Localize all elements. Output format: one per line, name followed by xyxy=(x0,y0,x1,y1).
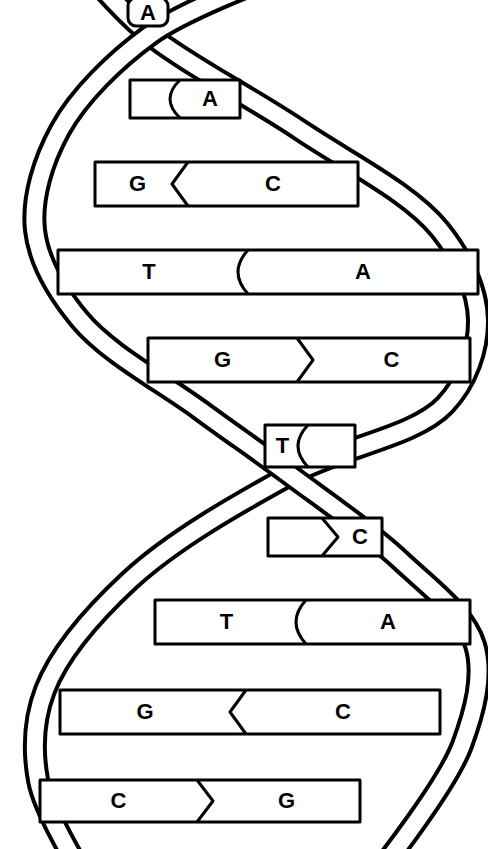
base-notch xyxy=(296,600,306,644)
base-letter: T xyxy=(276,435,289,457)
strand-fill xyxy=(34,0,478,849)
base-rung xyxy=(155,600,470,644)
base-letter: C xyxy=(335,701,351,723)
helix-strands xyxy=(34,0,478,849)
base-letter: C xyxy=(384,349,400,371)
base-rung xyxy=(148,338,470,382)
base-notch xyxy=(298,425,308,467)
base-rung xyxy=(265,425,355,467)
base-letter: A xyxy=(140,2,156,24)
base-notch xyxy=(197,780,213,822)
base-block: C xyxy=(313,338,470,382)
base-rung xyxy=(58,250,478,294)
strand-outline xyxy=(34,0,478,849)
base-letter: C xyxy=(352,526,368,548)
base-block: C xyxy=(246,690,440,734)
base-rung xyxy=(268,518,382,556)
base-block: A xyxy=(248,250,478,294)
strand-outline xyxy=(35,0,478,849)
base-notch xyxy=(170,80,180,118)
base-letter: G xyxy=(278,790,295,812)
base-block: A xyxy=(306,600,470,644)
base-notch xyxy=(172,162,188,206)
base-letter: G xyxy=(136,701,153,723)
base-block: G xyxy=(213,780,360,822)
base-letter: C xyxy=(111,790,127,812)
base-block: C xyxy=(188,162,358,206)
base-letter: G xyxy=(214,349,231,371)
base-block: A xyxy=(128,0,168,26)
base-notch xyxy=(297,338,313,382)
base-rung xyxy=(40,780,360,822)
base-letter: T xyxy=(142,261,155,283)
base-letter: T xyxy=(220,611,233,633)
base-rung xyxy=(130,80,240,118)
base-letter: A xyxy=(380,611,396,633)
base-block: G xyxy=(95,162,180,206)
base-rung xyxy=(128,0,168,26)
base-notch xyxy=(230,690,246,734)
base-letter: G xyxy=(129,173,146,195)
base-rung xyxy=(60,690,440,734)
base-notch xyxy=(238,250,248,294)
base-letter: A xyxy=(355,261,371,283)
base-block: C xyxy=(40,780,197,822)
base-block: G xyxy=(60,690,230,734)
base-letter: A xyxy=(202,88,218,110)
base-block: T xyxy=(58,250,240,294)
strand-fill xyxy=(35,0,478,849)
base-block: A xyxy=(180,80,240,118)
base-pairs xyxy=(40,0,478,822)
base-block: T xyxy=(265,425,300,467)
base-letter: C xyxy=(265,173,281,195)
base-rung xyxy=(95,162,358,206)
base-block: T xyxy=(155,600,298,644)
base-block: C xyxy=(338,518,382,556)
base-notch xyxy=(322,518,338,556)
base-block: G xyxy=(148,338,297,382)
